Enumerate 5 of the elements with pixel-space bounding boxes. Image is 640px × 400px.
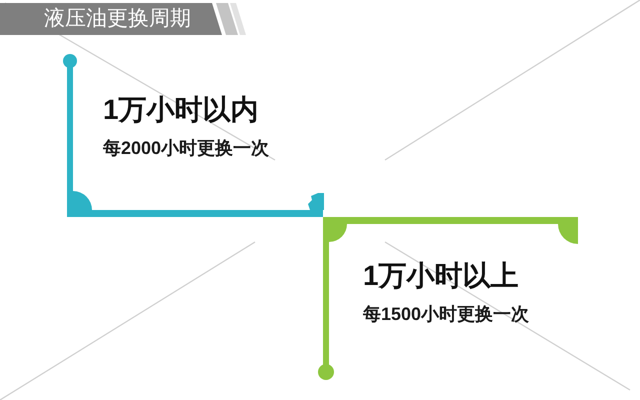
heading-text: 1万小时以上 xyxy=(363,262,519,290)
heading-text: 1万小时以内 xyxy=(103,96,259,124)
interval-text: 每1500小时更换一次 xyxy=(363,305,530,323)
interval-text: 每2000小时更换一次 xyxy=(103,139,270,157)
title-text: 液压油更换周期 xyxy=(44,8,191,29)
